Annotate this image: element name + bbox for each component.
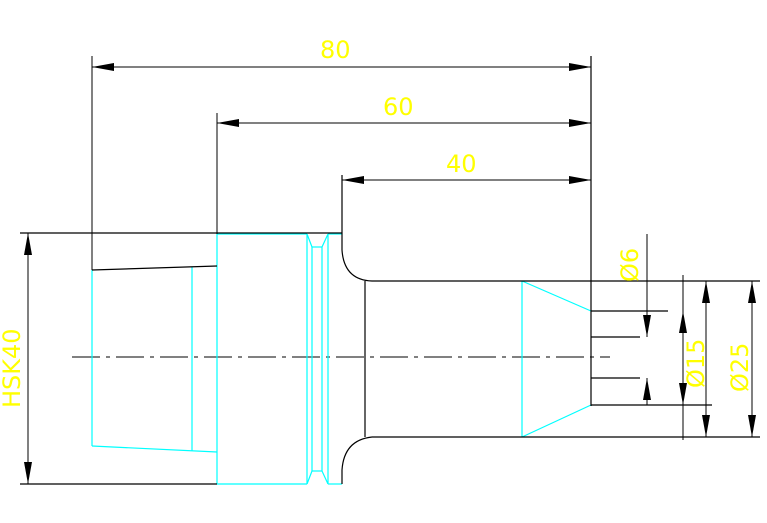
part-black-edges (20, 56, 760, 485)
dimension-dia15-label: Ø15 (682, 339, 710, 388)
dimension-dia15: Ø15 (679, 275, 710, 440)
dimension-dia25: Ø25 (702, 281, 756, 437)
dimension-80: 80 (91, 36, 591, 270)
dimension-40: 40 (342, 150, 591, 184)
dimension-80-label: 80 (320, 36, 351, 64)
dimension-dia6: Ø6 (616, 234, 651, 405)
dimension-40-label: 40 (446, 150, 477, 178)
part-outline (91, 233, 592, 485)
dimension-dia6-label: Ø6 (616, 248, 644, 282)
dimension-60-label: 60 (383, 93, 414, 121)
dimension-60: 60 (216, 93, 591, 234)
dimension-hsk40: HSK40 (0, 233, 32, 484)
dimension-dia25-label: Ø25 (726, 343, 754, 392)
dimension-hsk40-label: HSK40 (0, 328, 26, 408)
